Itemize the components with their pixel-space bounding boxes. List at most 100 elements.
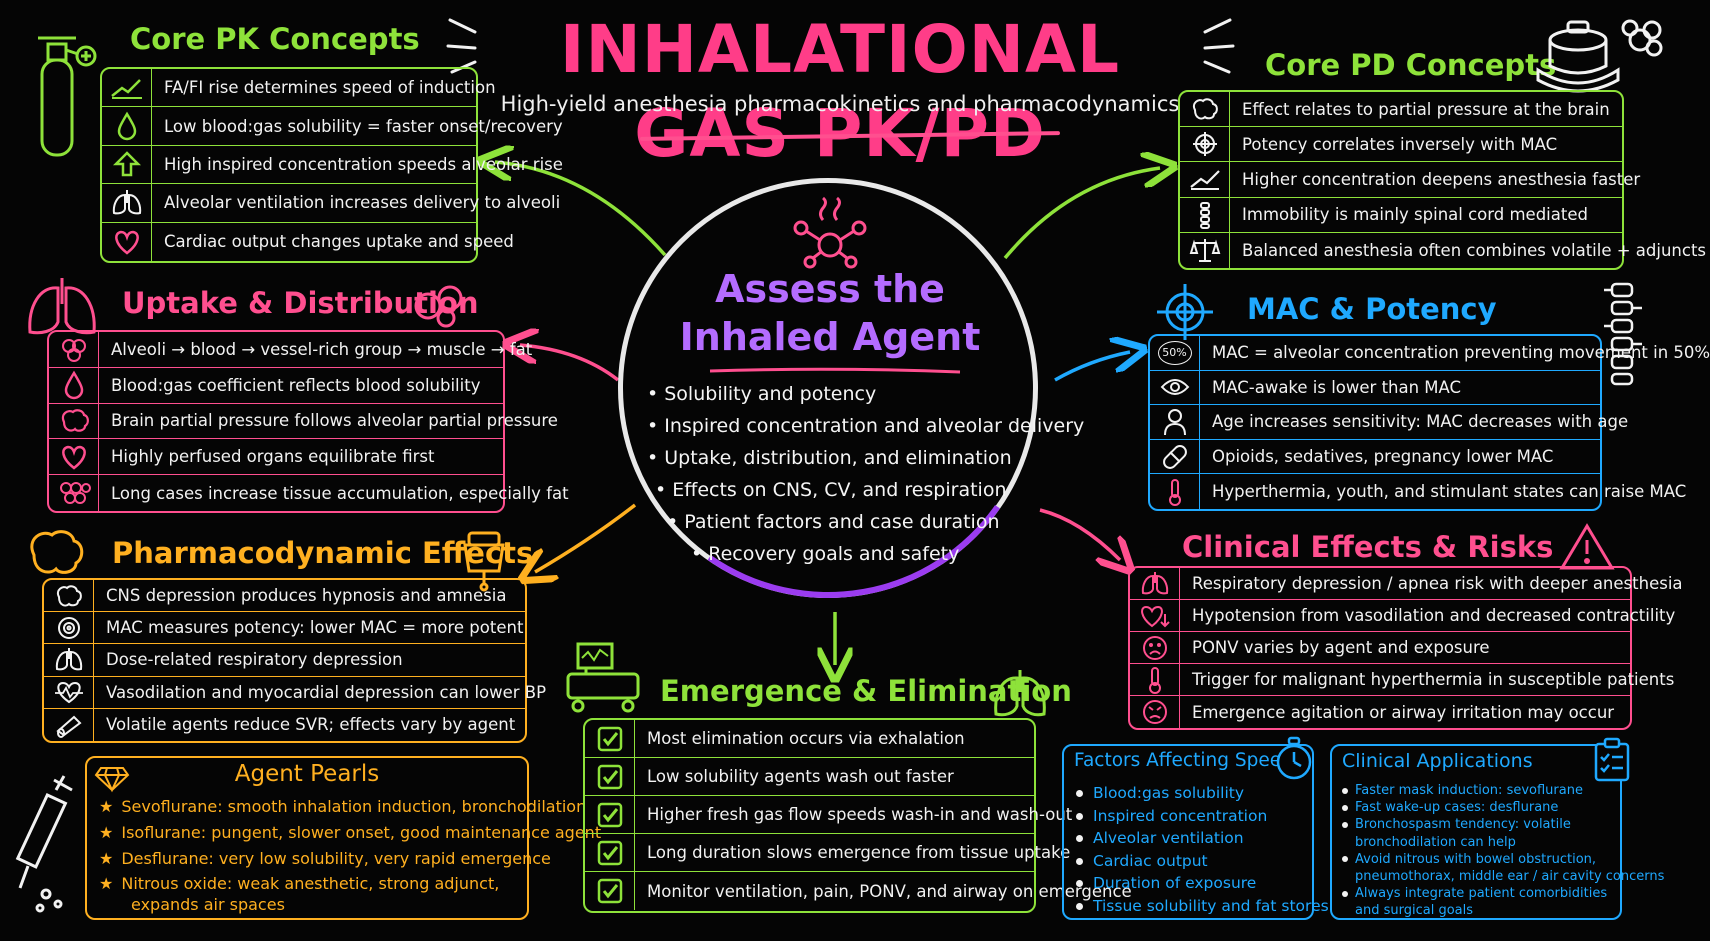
uptake-text: Long cases increase tissue accumulation,… — [111, 483, 569, 503]
vessel-icon — [44, 708, 94, 741]
pd-effects-text: CNS depression produces hypnosis and amn… — [106, 586, 507, 606]
checkbox-icon — [585, 796, 635, 833]
warning-icon — [1559, 523, 1615, 570]
application-item-continued: and surgical goals — [1355, 903, 1473, 919]
clinical-effects-row: Trigger for malignant hyperthermia in su… — [1130, 664, 1674, 696]
mac-text: MAC = alveolar concentration preventing … — [1212, 343, 1710, 363]
up-arrow-icon — [102, 145, 152, 184]
pearls-box: Agent Pearls ★Sevoflurane: smooth inhala… — [85, 756, 601, 920]
brain-icon — [44, 580, 94, 612]
application-item-continued: pneumothorax, middle ear / air cavity co… — [1355, 869, 1665, 885]
core-pk-text: Cardiac output changes uptake and speed — [164, 232, 514, 252]
application-item: Always integrate patient comorbidities — [1342, 885, 1664, 902]
clinical-effects-row: Hypotension from vasodilation and decrea… — [1130, 600, 1675, 632]
pd-effects-title: Pharmacodynamic Effects — [112, 536, 534, 570]
uptake-text: Highly perfused organs equilibrate first — [111, 447, 435, 467]
alveoli-icon — [49, 332, 99, 367]
core-pk-row: FA/FI rise determines speed of induction — [102, 69, 496, 108]
core-pd-row: Balanced anesthesia often combines volat… — [1180, 232, 1706, 268]
sick-face-icon — [1130, 632, 1180, 663]
mac-box: 50% MAC = alveolar concentration prevent… — [1148, 334, 1710, 511]
core-pd-title: Core PD Concepts — [1265, 48, 1557, 82]
title-sparkle-right-icon — [1203, 18, 1235, 74]
uptake-row: Alveoli → blood → vessel-rich group → mu… — [49, 332, 532, 368]
clinical-effects-box: Respiratory depression / apnea risk with… — [1128, 566, 1683, 730]
mac-row: 50% MAC = alveolar concentration prevent… — [1150, 336, 1710, 371]
elderly-person-icon — [1150, 405, 1200, 439]
center-item: • Recovery goals and safety — [691, 543, 960, 565]
fifty-percent-icon: 50% — [1150, 336, 1200, 370]
center-item: • Uptake, distribution, and elimination — [647, 447, 1012, 469]
center-circle — [618, 178, 1038, 598]
application-item-continued: bronchodilation can help — [1355, 834, 1516, 850]
application-item: Bronchospasm tendency: volatile — [1342, 816, 1664, 833]
center-item: • Patient factors and case duration — [667, 511, 1000, 533]
application-item: Fast wake-up cases: desflurane — [1342, 799, 1664, 816]
clipboard-icon — [1594, 737, 1630, 782]
center-item: • Solubility and potency — [647, 383, 877, 405]
emergence-text: Most elimination occurs via exhalation — [647, 729, 965, 748]
core-pd-row: Potency correlates inversely with MAC — [1180, 127, 1622, 163]
checkbox-icon — [585, 720, 635, 757]
uptake-text: Alveoli → blood → vessel-rich group → mu… — [111, 339, 533, 359]
spine-icon — [1180, 197, 1230, 232]
pd-effects-text: MAC measures potency: lower MAC = more p… — [106, 618, 524, 638]
heart-icon — [102, 222, 152, 261]
rising-chart-icon — [1180, 162, 1230, 197]
target-icon — [44, 612, 94, 644]
pd-effects-row: Vasodilation and myocardial depression c… — [44, 676, 546, 709]
core-pd-text: Potency correlates inversely with MAC — [1242, 134, 1558, 154]
core-pk-text: FA/FI rise determines speed of induction — [164, 78, 496, 98]
clinical-effects-text: Emergence agitation or airway irritation… — [1192, 702, 1615, 722]
mac-text: Hyperthermia, youth, and stimulant state… — [1212, 482, 1687, 502]
core-pk-text: Alveolar ventilation increases delivery … — [164, 193, 561, 213]
uptake-text: Blood:gas coefficient reflects blood sol… — [111, 375, 481, 395]
mac-text: Opioids, sedatives, pregnancy lower MAC — [1212, 447, 1554, 467]
vaporizer-device-icon — [1536, 19, 1663, 93]
checkbox-icon — [585, 834, 635, 871]
core-pk-row: Low blood:gas solubility = faster onset/… — [102, 107, 563, 146]
uptake-text: Brain partial pressure follows alveolar … — [111, 411, 558, 431]
mac-row: Age increases sensitivity: MAC decreases… — [1150, 405, 1628, 440]
emergence-text: Long duration slows emergence from tissu… — [647, 843, 1071, 862]
uptake-box: Alveoli → blood → vessel-rich group → mu… — [47, 330, 569, 513]
center-item: • Effects on CNS, CV, and respiration — [655, 479, 1007, 501]
emergence-box: Most elimination occurs via exhalation L… — [583, 718, 1132, 913]
brain-icon — [49, 403, 99, 439]
application-item: Faster mask induction: sevoflurane — [1342, 782, 1664, 799]
core-pk-box: FA/FI rise determines speed of induction… — [100, 67, 563, 263]
core-pk-row: Alveolar ventilation increases delivery … — [102, 184, 560, 223]
core-pd-row: Immobility is mainly spinal cord mediate… — [1180, 197, 1622, 233]
heart-icon — [49, 439, 99, 475]
core-pd-text: Higher concentration deepens anesthesia … — [1242, 169, 1641, 189]
core-pk-row: High inspired concentration speeds alveo… — [102, 145, 563, 185]
clinical-effects-text: Hypotension from vasodilation and decrea… — [1192, 606, 1676, 625]
clinical-effects-title: Clinical Effects & Risks — [1182, 530, 1554, 564]
drop-icon — [49, 367, 99, 403]
applications-list: Faster mask induction: sevoflurane Fast … — [1342, 782, 1664, 920]
pearl-item: ★Nitrous oxide: weak anesthetic, strong … — [99, 874, 500, 893]
diamond-icon — [94, 767, 130, 793]
blood-cells-icon — [414, 285, 463, 328]
emergence-row: Most elimination occurs via exhalation — [585, 720, 1034, 758]
page-subtitle: High-yield anesthesia pharmacokinetics a… — [500, 92, 1180, 116]
core-pk-title: Core PK Concepts — [130, 22, 420, 56]
pearl-item: ★Isoflurane: pungent, slower onset, good… — [99, 823, 602, 842]
mac-row: Opioids, sedatives, pregnancy lower MAC — [1150, 439, 1600, 475]
uptake-row: Highly perfused organs equilibrate first — [49, 439, 503, 476]
molecule-icon — [793, 196, 867, 269]
factor-item: Cardiac output — [1076, 850, 1329, 873]
core-pd-text: Balanced anesthesia often combines volat… — [1242, 240, 1707, 260]
core-pd-box: Effect relates to partial pressure at th… — [1178, 90, 1706, 270]
core-pd-text: Immobility is mainly spinal cord mediate… — [1242, 205, 1588, 225]
pd-effects-row: Dose-related respiratory depression — [44, 644, 525, 677]
mac-row: MAC-awake is lower than MAC — [1150, 370, 1600, 406]
factors-list: Blood:gas solubility Inspired concentrat… — [1076, 782, 1329, 917]
pd-effects-row: CNS depression produces hypnosis and amn… — [44, 580, 525, 613]
gas-cylinder-icon — [38, 36, 97, 157]
mac-title: MAC & Potency — [1247, 292, 1497, 326]
scale-icon — [1180, 232, 1230, 268]
heartbeat-icon — [44, 676, 94, 708]
arrow-to-mac — [1054, 352, 1130, 382]
lungs-icon — [102, 184, 152, 222]
